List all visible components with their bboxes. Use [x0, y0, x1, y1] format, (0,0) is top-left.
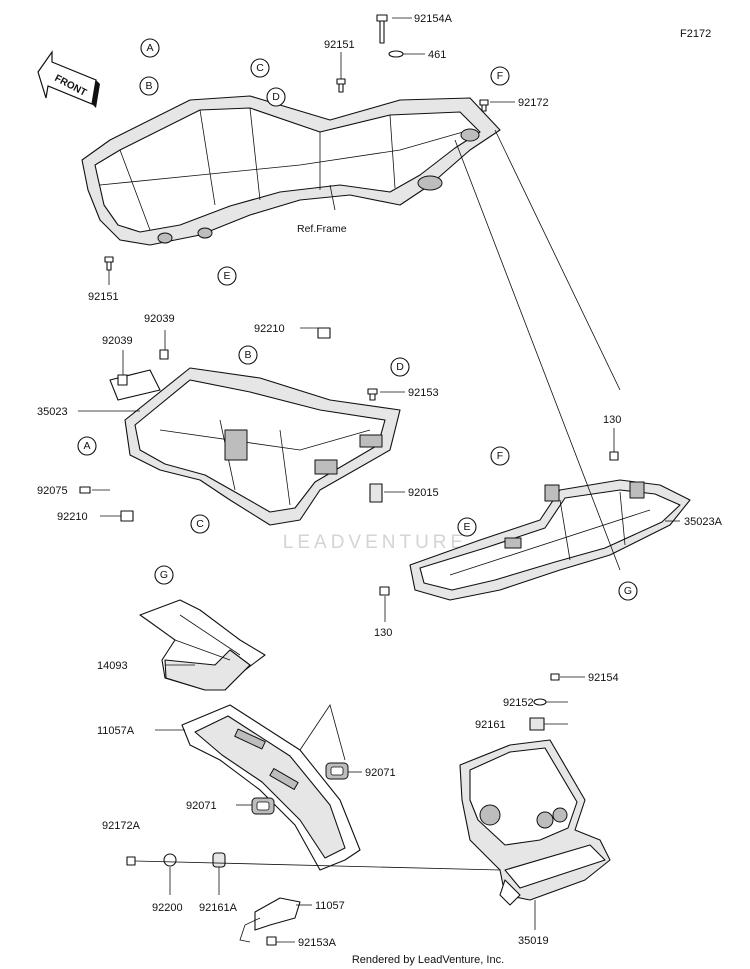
svg-text:B: B — [244, 349, 251, 361]
clip-92210-bottom-icon — [120, 510, 134, 522]
license-bracket-35019-illustration — [459, 739, 611, 906]
part-11057A: 11057A — [97, 725, 135, 737]
front-arrow-icon: FRONT — [37, 50, 100, 108]
svg-text:F: F — [497, 70, 503, 82]
part-92071-left: 92071 — [186, 800, 217, 812]
bolt-92039-b-icon — [117, 374, 128, 386]
svg-text:G: G — [624, 585, 632, 597]
bolt-92154A-icon — [376, 14, 388, 44]
part-92161A: 92161A — [199, 902, 238, 914]
callout-g-right: G — [618, 581, 638, 601]
part-92154A: 92154A — [414, 13, 453, 25]
part-35023: 35023 — [37, 406, 68, 418]
part-14093: 14093 — [97, 660, 128, 672]
callout-c-mid: C — [190, 514, 210, 534]
part-461: 461 — [428, 49, 446, 61]
bolt-92151-top-icon — [336, 78, 346, 93]
part-92210-top: 92210 — [254, 323, 285, 335]
part-92161: 92161 — [475, 719, 506, 731]
cover-14093-illustration — [139, 599, 266, 691]
washer-461-icon — [388, 50, 404, 58]
callout-d-top: D — [266, 87, 286, 107]
washer-92200-icon — [163, 853, 177, 867]
part-92039-a: 92039 — [144, 313, 175, 325]
part-92210-bottom: 92210 — [57, 511, 88, 523]
part-92039-b: 92039 — [102, 335, 133, 347]
part-35023A: 35023A — [684, 516, 723, 528]
bolt-92172-icon — [479, 99, 489, 112]
svg-text:D: D — [396, 361, 404, 373]
bolt-92039-a-icon — [159, 349, 169, 360]
bolt-92151-bottom-icon — [104, 256, 114, 271]
svg-text:E: E — [463, 521, 470, 533]
svg-text:B: B — [145, 80, 152, 92]
bolt-92153A-icon — [266, 936, 277, 946]
part-92200: 92200 — [152, 902, 183, 914]
figure-code: F2172 — [680, 28, 711, 40]
callout-b-mid: B — [238, 345, 258, 365]
rear-fender-35023A-illustration — [409, 479, 691, 601]
part-35019: 35019 — [518, 935, 549, 947]
frame-ref-label: Ref.Frame — [297, 223, 347, 235]
svg-text:C: C — [196, 518, 204, 530]
grommet-92071-right-icon — [325, 762, 349, 780]
under-tray-35023-illustration — [109, 367, 401, 526]
bolt-92172A-icon — [126, 856, 136, 866]
callout-e-top: E — [217, 266, 237, 286]
bolt-92075-icon — [79, 486, 91, 494]
bolt-92153-icon — [367, 388, 378, 401]
part-130-top: 130 — [603, 414, 621, 426]
svg-text:F: F — [497, 450, 503, 462]
part-92172: 92172 — [518, 97, 549, 109]
clip-92210-top-icon — [317, 327, 331, 339]
nut-92161-icon — [529, 717, 545, 731]
part-92153A: 92153A — [298, 937, 337, 949]
screw-130-bottom-icon — [379, 586, 390, 596]
part-92154: 92154 — [588, 672, 619, 684]
callout-f-top: F — [490, 66, 510, 86]
part-92152: 92152 — [503, 697, 534, 709]
part-92075: 92075 — [37, 485, 68, 497]
callout-b-top: B — [139, 76, 159, 96]
callout-a-top: A — [140, 38, 160, 58]
bracket-11057A-illustration — [181, 704, 361, 871]
collar-92161A-icon — [212, 852, 226, 868]
part-92015: 92015 — [408, 487, 439, 499]
callout-e-mid: E — [457, 517, 477, 537]
part-92151-bottom: 92151 — [88, 291, 119, 303]
leader-lines — [78, 17, 680, 943]
screw-130-top-icon — [609, 451, 619, 461]
bolt-92154-icon — [550, 673, 560, 681]
frame-illustration — [81, 95, 501, 246]
svg-text:G: G — [160, 569, 168, 581]
callout-d-mid: D — [390, 357, 410, 377]
svg-text:A: A — [146, 42, 153, 54]
washer-92152-icon — [533, 698, 547, 706]
part-130-bottom: 130 — [374, 627, 392, 639]
callout-g-left: G — [154, 565, 174, 585]
svg-text:A: A — [83, 440, 90, 452]
part-92071-right: 92071 — [365, 767, 396, 779]
callout-f-mid: F — [490, 446, 510, 466]
bracket-11057-illustration — [239, 897, 301, 943]
grommet-92071-left-icon — [251, 797, 275, 815]
footer-credit: Rendered by LeadVenture, Inc. — [352, 954, 504, 966]
part-11057: 11057 — [315, 900, 345, 912]
svg-text:E: E — [223, 270, 230, 282]
collar-92015-icon — [369, 483, 383, 503]
callout-a-mid: A — [77, 436, 97, 456]
part-92153: 92153 — [408, 387, 439, 399]
part-92151-top: 92151 — [324, 39, 355, 51]
part-92172A: 92172A — [102, 820, 141, 832]
svg-text:C: C — [256, 62, 264, 74]
callout-c-top: C — [250, 58, 270, 78]
watermark: LEADVENTURE — [283, 532, 467, 553]
svg-text:D: D — [272, 91, 280, 103]
